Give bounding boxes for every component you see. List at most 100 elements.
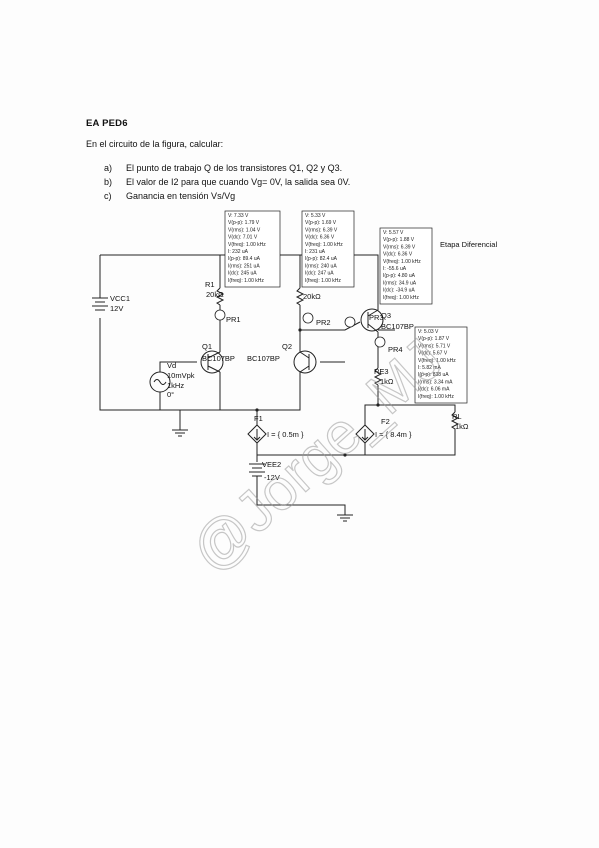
r1-value: 20kΩ [206, 290, 224, 299]
probe-pr2-reading: V: 5.33 V [305, 213, 326, 219]
probe-pr2-icon [302, 312, 314, 324]
source-vg-sine [153, 379, 167, 385]
probe-pr2-reading: V(dc): 6.36 V [305, 235, 335, 241]
f1-name: F1 [254, 414, 263, 423]
probe-pr2-reading: I(p-p): 82.4 uA [305, 256, 338, 262]
vg-name: Vd [167, 361, 176, 370]
battery-vee2 [249, 463, 265, 477]
wire-f2-bottom [257, 443, 366, 456]
re3-value: 1kΩ [380, 377, 394, 386]
probe-pr2-reading: I(freq): 1.00 kHz [305, 278, 341, 284]
f2-name: F2 [381, 417, 390, 426]
probe-pr2-reading: V(rms): 6.39 V [305, 227, 338, 233]
resistor-r2 [295, 287, 305, 306]
wire-f2 [364, 404, 378, 425]
q1-model: BC107BP [202, 354, 235, 363]
exercise-title: EA PED6 [86, 118, 128, 129]
question-text: El valor de I2 para que cuando Vg= 0V, l… [126, 177, 351, 187]
pr4-label: PR4 [388, 345, 403, 354]
question-label: b) [104, 177, 113, 187]
probe-pr4-reading: V: 5.03 V [418, 329, 439, 335]
probe-pr2-reading: I: 231 uA [305, 249, 326, 255]
exercise-intro: En el circuito de la figura, calcular: [86, 139, 224, 149]
ground-main [172, 429, 188, 437]
f2-value: I = { 8.4m } [375, 430, 412, 439]
probe-pr1-reading: I: 232 uA [228, 249, 249, 255]
vg-amp: 10mVpk [167, 371, 195, 380]
wire-q1-base [159, 361, 197, 372]
source-f1-arrow [253, 429, 261, 441]
probe-pr1-reading: V: 7.33 V [228, 213, 249, 219]
probe-pr1-reading: I(freq): 1.00 kHz [228, 278, 264, 284]
transistor-q3-leads [367, 309, 379, 333]
probe-pr4-reading: V(dc): 5.67 V [418, 351, 448, 357]
probe-pr3-reading: I(freq): 1.00 kHz [383, 295, 419, 301]
probe-pr1-reading: V(rms): 1.04 V [228, 227, 261, 233]
re3-name: RE3 [374, 367, 389, 376]
probe-pr1-icon [214, 309, 226, 321]
q2-model: BC107BP [247, 354, 280, 363]
pr3-label: PR3 [369, 313, 384, 322]
question-text: El punto de trabajo Q de los transistore… [126, 163, 343, 173]
probe-pr4-reading: I(freq): 1.00 kHz [418, 394, 454, 400]
q1-name: Q1 [202, 342, 212, 351]
wire-re3-f2 [377, 385, 456, 412]
probe-pr3-reading: I(dc): -34.9 uA [383, 288, 415, 294]
probe-pr2-reading: I(rms): 240 uA [305, 263, 337, 269]
vcc1-value: 12V [110, 304, 123, 313]
watermark: @Jorge_MJ [179, 326, 456, 584]
probe-pr4-icon [374, 336, 386, 348]
probe-pr2-reading: I(dc): 247 uA [305, 271, 334, 277]
wire-rl-bottom [345, 429, 456, 456]
rl-name: RL [452, 412, 462, 421]
probe-pr3-reading: I(p-p): 4.80 uA [383, 273, 416, 279]
resistor-re3 [373, 367, 383, 386]
vg-freq: 1kHz [167, 381, 184, 390]
transistor-q3-body [360, 308, 384, 332]
question-text: Ganancia en tensión Vs/Vg [126, 191, 236, 201]
probe-pr4-reading: I(rms): 3.34 mA [418, 379, 453, 385]
vee2-value: -12V [264, 473, 280, 482]
probe-pr3-reading: V: 5.57 V [383, 230, 404, 236]
probe-pr1-reading: I(p-p): 89.4 uA [228, 256, 261, 262]
transistor-q2-leads [299, 351, 310, 373]
pr1-label: PR1 [226, 315, 241, 324]
junction [376, 403, 380, 407]
source-f2-arrow [361, 429, 369, 441]
rl-value: 1kΩ [455, 422, 469, 431]
probe-pr4-reading: V(freq): 1.00 kHz [418, 358, 456, 364]
probe-pr4-reading: I(p-p): 838 uA [418, 372, 449, 378]
probe-pr1-reading: I(rms): 251 uA [228, 263, 260, 269]
probe-pr3-icon [344, 316, 356, 328]
annotation-etapa-diferencial: Etapa Diferencial [440, 240, 497, 249]
probe-pr1-reading: V(p-p): 1.79 V [228, 220, 260, 226]
junction [298, 328, 302, 332]
wire-emitters [219, 372, 301, 411]
probe-pr4-reading: V(p-p): 1.87 V [418, 336, 450, 342]
probe-pr2-box [301, 210, 355, 288]
transistor-q2-body [293, 350, 317, 374]
vg-phase: 0° [167, 390, 174, 399]
probe-pr1-reading: I(dc): 245 uA [228, 271, 257, 277]
pr2-label: PR2 [316, 318, 331, 327]
ground-right [337, 514, 353, 522]
resistor-r1 [215, 287, 225, 306]
q3-model: BC107BP [381, 322, 414, 331]
probe-pr3-reading: V(p-p): 1.88 V [383, 237, 415, 243]
probe-pr3-reading: I(rms): 34.9 uA [383, 280, 417, 286]
probe-pr3-reading: V(dc): 6.36 V [383, 252, 413, 258]
probe-pr1-reading: V(dc): 7.01 V [228, 235, 258, 241]
transistor-q1-leads [207, 351, 221, 373]
junction [255, 408, 259, 412]
transistor-q1-body [200, 350, 224, 374]
question-label: a) [104, 163, 113, 173]
q3-name: Q3 [381, 311, 391, 320]
probe-pr4-reading: V(rms): 5.71 V [418, 343, 451, 349]
probe-pr1-box [224, 210, 281, 288]
probe-pr2-reading: V(freq): 1.00 kHz [305, 242, 343, 248]
vcc1-name: VCC1 [110, 294, 130, 303]
wire-q2-q3 [300, 321, 361, 331]
probe-pr2-reading: V(p-p): 1.69 V [305, 220, 337, 226]
q2-name: Q2 [282, 342, 292, 351]
